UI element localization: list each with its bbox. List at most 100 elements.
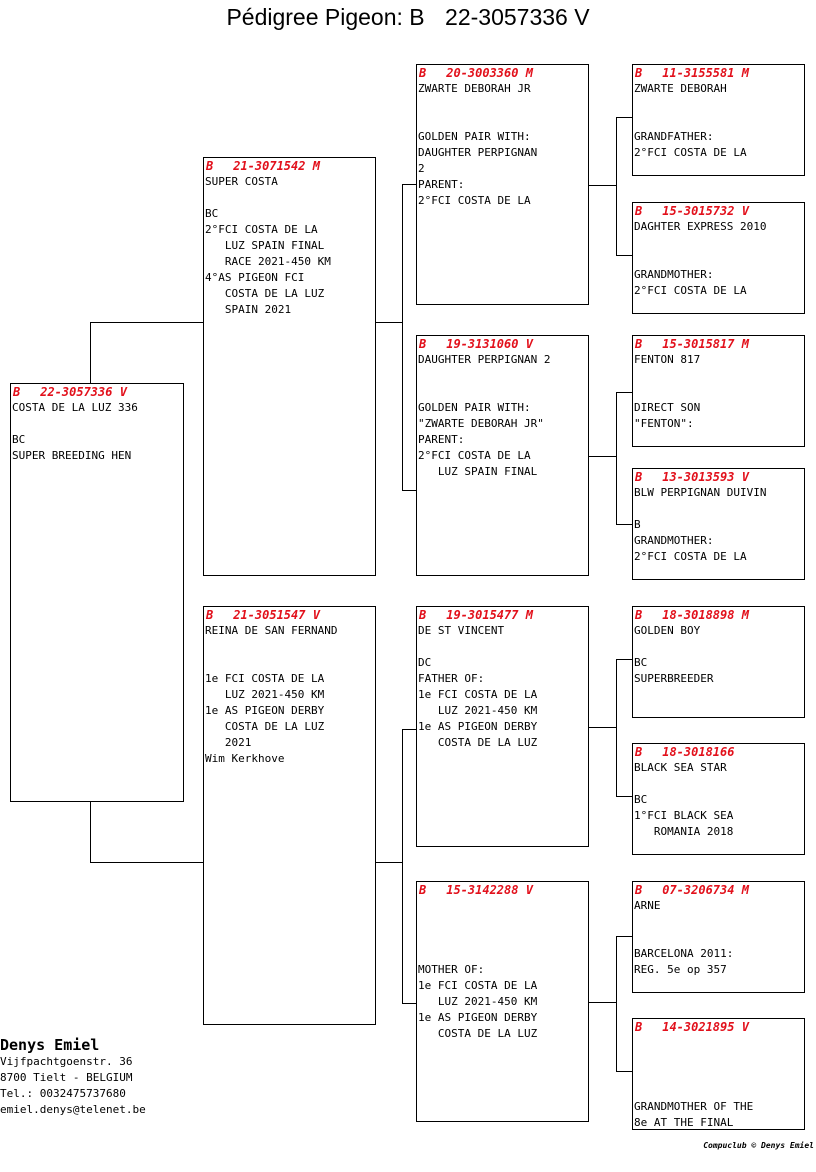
pigeon-detail-line <box>634 639 804 655</box>
pigeon-header: B 20-3003360 M <box>417 65 588 81</box>
pigeon-ring: 15-3015732 V <box>662 204 749 218</box>
pigeon-ring: 19-3131060 V <box>446 337 533 351</box>
pigeon-country: B <box>635 608 643 622</box>
pigeon-detail-line <box>634 914 804 930</box>
pigeon-detail-line: SUPER BREEDING HEN <box>12 449 132 462</box>
pigeon-detail-line <box>418 384 588 400</box>
pigeon-detail-line: COSTA DE LA LUZ <box>205 287 325 300</box>
pigeon-country: B <box>635 66 643 80</box>
pigeon-detail-line: COSTA DE LA LUZ <box>205 720 325 733</box>
pigeon-detail-line: LUZ SPAIN FINAL <box>418 465 538 478</box>
connector-line <box>616 936 632 937</box>
pigeon-detail-line <box>418 113 588 129</box>
connector-line <box>589 456 616 457</box>
pigeon-detail-line <box>418 930 588 946</box>
pigeon-detail-line <box>634 776 804 792</box>
pigeon-ring: 21-3051547 V <box>233 608 320 622</box>
pigeon-detail-line: FENTON 817 <box>634 353 701 366</box>
connector-line <box>616 796 632 797</box>
pigeon-detail-line <box>418 914 588 930</box>
pigeon-country: B <box>419 66 427 80</box>
pigeon-detail-line: 2°FCI COSTA DE LA <box>634 146 747 159</box>
pigeon-country: B <box>419 337 427 351</box>
owner-street: Vijfpachtgoenstr. 36 <box>0 1055 133 1068</box>
pigeon-country: B <box>635 337 643 351</box>
pigeon-detail-line <box>634 368 804 384</box>
pigeon-detail-line <box>634 113 804 129</box>
pigeon-detail-line: REINA DE SAN FERNAND <box>205 624 338 637</box>
owner-email[interactable]: emiel.denys@telenet.be <box>0 1103 146 1116</box>
owner-city: 8700 Tielt - BELGIUM <box>0 1071 133 1084</box>
owner-phone[interactable]: Tel.: 0032475737680 <box>0 1087 126 1100</box>
pigeon-detail-line <box>634 235 804 251</box>
pigeon-ring: 15-3142288 V <box>446 883 533 897</box>
pigeon-detail-line: DAUGHTER PERPIGNAN 2 <box>418 353 551 366</box>
title-ring: 22-3057336 V <box>445 4 590 30</box>
connector-line <box>402 729 403 1003</box>
connector-line <box>616 659 632 660</box>
credit-text: Compuclub © Denys Emiel <box>703 1141 814 1150</box>
pigeon-detail-line: 2°FCI COSTA DE LA <box>418 194 531 207</box>
pigeon-detail-line: LUZ 2021-450 KM <box>418 704 538 717</box>
connector-line <box>402 729 416 730</box>
connector-line <box>376 862 402 863</box>
pigeon-detail-line: SPAIN 2021 <box>205 303 292 316</box>
pigeon-detail-line: GOLDEN PAIR WITH: <box>418 130 531 143</box>
pigeon-detail-line: MOTHER OF: <box>418 963 485 976</box>
pigeon-detail-line: GRANDFATHER: <box>634 130 714 143</box>
pigeon-detail-line <box>634 1067 804 1083</box>
page-title: Pédigree Pigeon: B 22-3057336 V <box>0 4 816 31</box>
connector-line <box>90 322 91 383</box>
pigeon-country: B <box>635 745 643 759</box>
connector-line <box>616 117 617 255</box>
pigeon-detail-line: DE ST VINCENT <box>418 624 505 637</box>
pigeon-detail-line: 4°AS PIGEON FCI <box>205 271 305 284</box>
pigeon-country: B <box>13 385 21 399</box>
pigeon-detail-line: 1e FCI COSTA DE LA <box>205 672 325 685</box>
pigeon-detail-line: LUZ 2021-450 KM <box>418 995 538 1008</box>
pigeon-ring: 20-3003360 M <box>446 66 533 80</box>
connector-line <box>616 117 632 118</box>
connector-line <box>616 659 617 796</box>
pigeon-country: B <box>635 1020 643 1034</box>
connector-line <box>402 1003 416 1004</box>
pigeon-detail-line: PARENT: <box>418 433 465 446</box>
pigeon-detail-line: "FENTON": <box>634 417 694 430</box>
pigeon-detail-line: PARENT: <box>418 178 465 191</box>
pigeon-detail-line: ZWARTE DEBORAH <box>634 82 727 95</box>
pigeon-detail-line: BC <box>634 793 648 806</box>
pigeon-detail-line: DAUGHTER PERPIGNAN <box>418 146 538 159</box>
pigeon-detail-line: LUZ 2021-450 KM <box>205 688 325 701</box>
pigeon-country: B <box>419 608 427 622</box>
connector-line <box>589 1002 616 1003</box>
pigeon-detail-line: RACE 2021-450 KM <box>205 255 331 268</box>
pigeon-detail-line: REG. 5e op 357 <box>634 963 727 976</box>
title-label: Pédigree Pigeon: <box>226 4 403 30</box>
pigeon-detail-line <box>634 97 804 113</box>
connector-line <box>90 862 203 863</box>
owner-name: Denys Emiel <box>0 1036 100 1054</box>
title-country: B <box>409 4 425 30</box>
pigeon-country: B <box>419 883 427 897</box>
